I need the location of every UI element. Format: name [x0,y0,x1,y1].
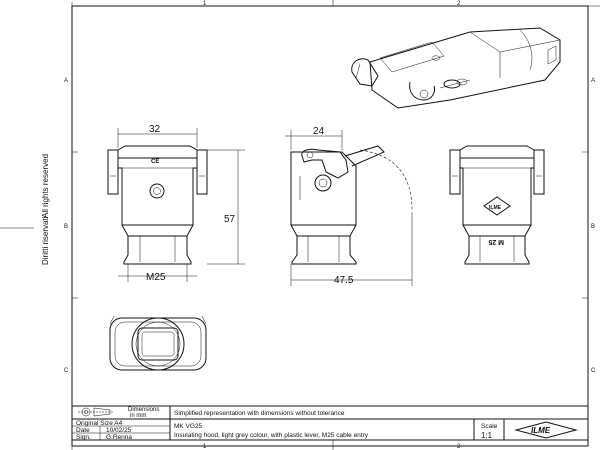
column-label-2-bottom: 2 [457,444,461,450]
front-view: CE [107,145,208,265]
dim-entry-m25: M25 [146,272,166,283]
date-label: Date [76,427,90,434]
dim-width-32: 32 [149,124,161,135]
m25-stamp: M 25 [488,238,504,245]
top-view [109,315,207,371]
dim-depth-24: 24 [313,126,325,137]
tolerance-note: Simplified representation with dimension… [174,410,345,417]
column-label-1-bottom: 1 [203,444,207,450]
column-label-2-top: 2 [457,1,461,7]
original-size: Original Size A4 [76,420,123,427]
column-label-1-top: 1 [203,1,207,7]
rights-note-italian: Diritti riservati [41,216,50,265]
row-label-c-right: C [591,368,596,374]
row-label-a-right: A [591,78,595,84]
sign-value: G.Renna [106,434,132,441]
frame-border [71,5,589,447]
units-line1: Dimensions [128,407,159,413]
side-dimensions: 24 47.5 [285,126,413,286]
part-code: MK VG25 [174,423,203,430]
sign-label: Sign. [76,434,91,441]
dim-length-47-5: 47.5 [334,275,354,286]
units-line2: in mm [130,413,146,419]
title-block: Dimensions in mm Simplified representati… [71,405,589,441]
ilme-logo: ILME [514,421,578,439]
part-description: Insulating hood, light grey colour, with… [174,432,369,439]
row-label-b-left: B [64,224,68,230]
row-label-a-left: A [64,78,68,84]
side-view [290,145,413,265]
ce-mark: CE [151,159,159,165]
ilme-logo-text: ILME [531,426,551,435]
scale-label: Scale [481,423,498,430]
front-dimensions: 32 M25 57 [117,124,245,283]
rear-brand-mark: ILME [489,205,502,211]
row-label-b-right: B [591,224,595,230]
date-value: 10/02/25 [106,427,132,434]
scale-value: 1:1 [481,431,493,440]
row-label-c-left: C [64,368,69,374]
rights-note: All rights reserved [41,154,50,218]
projection-symbol-icon [78,407,114,417]
dim-height-57: 57 [224,214,236,225]
rear-view: ILME M 25 [449,145,545,265]
isometric-view [351,27,561,109]
